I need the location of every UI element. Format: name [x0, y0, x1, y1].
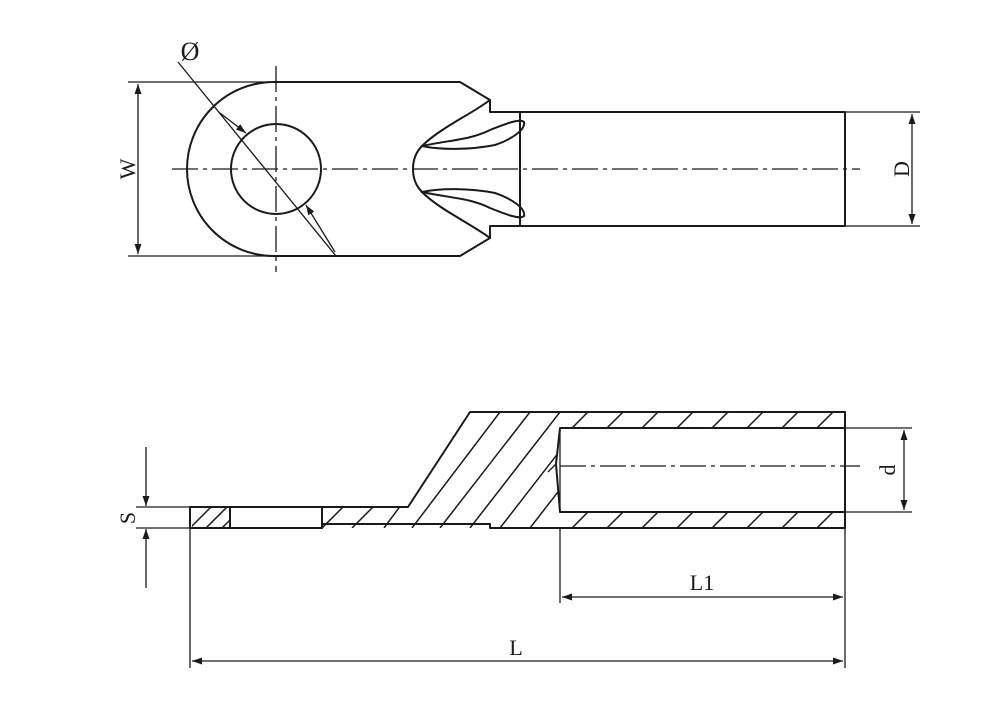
l-label: L	[509, 635, 522, 660]
d-inner-label: d	[875, 465, 900, 476]
barrel-bore	[555, 427, 846, 513]
side-view-outline	[189, 411, 846, 529]
bore-cone-tip-top	[547, 463, 557, 473]
d-label: D	[889, 161, 914, 177]
w-label: W	[115, 158, 140, 179]
diameter-leader-line	[177, 61, 337, 257]
hatch-neck	[322, 412, 560, 528]
hatch-barrel-bottom	[570, 512, 835, 528]
diameter-arrow-lower	[305, 204, 336, 253]
hatch-palm	[192, 507, 230, 527]
neck-lobe-lower	[421, 188, 526, 219]
diameter-label: Ø	[181, 37, 200, 66]
top-view-outline	[186, 81, 846, 257]
diameter-arrow-upper	[219, 112, 247, 134]
neck-lobe-upper	[421, 119, 526, 150]
hatch-barrel-top	[570, 412, 835, 428]
s-label: S	[115, 512, 140, 524]
neck-curve-lower	[421, 191, 491, 239]
l1-label: L1	[690, 570, 714, 595]
side-view: S d L1 L	[115, 411, 912, 668]
top-view: W D Ø	[115, 37, 920, 272]
neck-curve-upper	[421, 99, 491, 147]
